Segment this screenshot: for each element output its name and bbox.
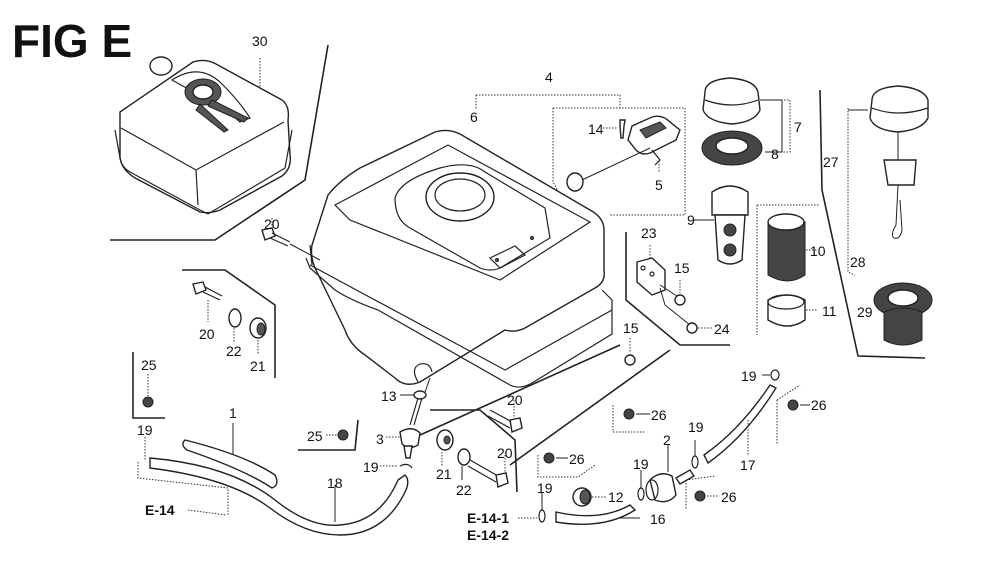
callout-26-b[interactable]: 26 — [569, 451, 585, 467]
callout-26-c[interactable]: 26 — [721, 489, 737, 505]
callout-19-c[interactable]: 19 — [537, 480, 553, 496]
fuel-strainer-drawing — [693, 185, 749, 265]
fuel-tank-drawing — [305, 129, 613, 388]
callout-7[interactable]: 7 — [794, 119, 802, 135]
group-border-clip26d — [776, 384, 801, 445]
figure-title: FIG E — [12, 15, 133, 67]
group-border-alt-cap — [819, 89, 926, 359]
group-border-nut25 — [132, 352, 165, 419]
group-border-strainer — [756, 204, 820, 335]
fuel-filter-line-drawing — [538, 369, 810, 525]
callout-26-a[interactable]: 26 — [651, 407, 667, 423]
reference-e14[interactable]: E-14 — [145, 502, 175, 518]
callout-19-d[interactable]: 19 — [633, 456, 649, 472]
ref-line-e14 — [187, 509, 227, 516]
callout-20-c[interactable]: 20 — [507, 392, 523, 408]
callout-10[interactable]: 10 — [810, 243, 826, 259]
callout-23[interactable]: 23 — [641, 225, 657, 241]
bracket-drawing — [624, 245, 712, 366]
callout-4[interactable]: 4 — [545, 69, 553, 85]
callout-11[interactable]: 11 — [822, 303, 837, 319]
callout-8[interactable]: 8 — [771, 146, 779, 162]
bolt-set-center-drawing — [326, 400, 523, 488]
fuel-cock-drawing — [380, 377, 431, 469]
bolt-set-left-drawing — [142, 218, 321, 408]
callout-20-a[interactable]: 20 — [264, 216, 280, 232]
fuel-hoses-left-drawing — [144, 423, 409, 536]
callout-22-b[interactable]: 22 — [456, 482, 472, 498]
callout-26-d[interactable]: 26 — [811, 397, 827, 413]
callout-20-d[interactable]: 20 — [497, 445, 513, 461]
callout-25-a[interactable]: 25 — [141, 357, 157, 373]
callout-1[interactable]: 1 — [229, 405, 237, 421]
callout-14[interactable]: 14 — [588, 121, 604, 137]
callout-19-b[interactable]: 19 — [363, 459, 379, 475]
alt-fuel-cap-drawing — [848, 85, 933, 346]
callout-21-b[interactable]: 21 — [436, 466, 452, 482]
fuel-cap-drawing — [701, 77, 783, 166]
group-border-filter-line — [509, 349, 671, 466]
callout-29[interactable]: 29 — [857, 304, 873, 320]
callout-25-b[interactable]: 25 — [307, 428, 323, 444]
group-border-tank-assembly — [475, 94, 686, 216]
group-border-clip26a — [612, 405, 645, 433]
group-border-clip26b — [537, 455, 596, 478]
callout-19-f[interactable]: 19 — [741, 368, 757, 384]
callout-19-e[interactable]: 19 — [688, 419, 704, 435]
callout-24[interactable]: 24 — [714, 321, 730, 337]
strainer-screen-drawing — [767, 213, 818, 327]
group-border-alt-cap-inner — [847, 108, 856, 276]
callout-6[interactable]: 6 — [470, 109, 478, 125]
fuel-tank-cover-drawing — [114, 56, 293, 215]
callout-9[interactable]: 9 — [687, 212, 695, 228]
reference-e14-1[interactable]: E-14-1 — [467, 510, 510, 526]
group-border-clip26c — [685, 475, 716, 510]
callout-18[interactable]: 18 — [327, 475, 343, 491]
callout-15-a[interactable]: 15 — [674, 260, 690, 276]
callout-3[interactable]: 3 — [376, 431, 384, 447]
callout-5[interactable]: 5 — [655, 177, 663, 193]
callout-27[interactable]: 27 — [823, 154, 839, 170]
group-border-mount-b — [430, 409, 518, 493]
callout-12[interactable]: 12 — [608, 489, 624, 505]
callout-28[interactable]: 28 — [850, 254, 866, 270]
group-border-nut25b — [298, 419, 359, 451]
group-border-mount — [182, 269, 276, 378]
fuel-gauge-drawing — [566, 115, 681, 192]
group-border-bracket — [625, 232, 730, 346]
callout-16[interactable]: 16 — [650, 511, 666, 527]
callout-2[interactable]: 2 — [663, 432, 671, 448]
callout-20-b[interactable]: 20 — [199, 326, 215, 342]
group-border-filter-line2 — [419, 344, 621, 436]
reference-e14-2[interactable]: E-14-2 — [467, 527, 510, 543]
group-border-e14 — [137, 462, 229, 515]
callout-13[interactable]: 13 — [381, 388, 397, 404]
callout-21-a[interactable]: 21 — [250, 358, 266, 374]
callout-19-a[interactable]: 19 — [137, 422, 153, 438]
callout-17[interactable]: 17 — [740, 457, 756, 473]
callout-15-b[interactable]: 15 — [623, 320, 639, 336]
callout-22-a[interactable]: 22 — [226, 343, 242, 359]
callout-30[interactable]: 30 — [252, 33, 268, 49]
group-border-cover — [110, 44, 329, 241]
